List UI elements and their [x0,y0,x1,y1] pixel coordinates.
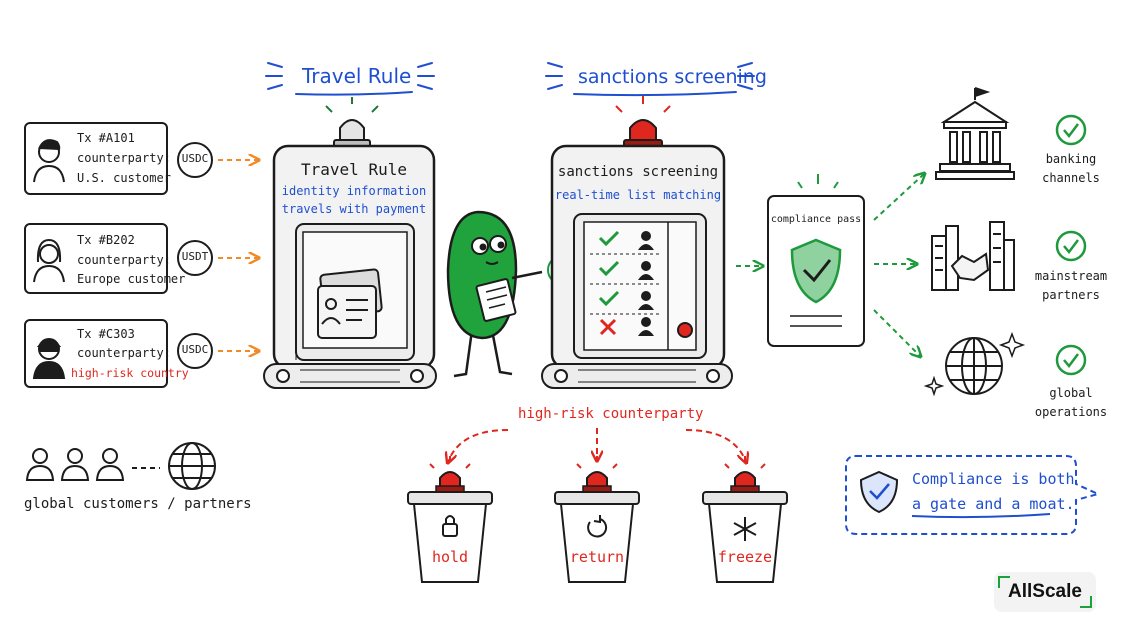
travel-gate-title: Travel Rule [301,160,407,179]
screening-list [590,230,693,338]
check-circle-icon [1055,344,1087,376]
tx-id: Tx #B202 [77,233,135,247]
token-badge [177,333,213,369]
flow-arrow [873,174,924,356]
return-icon [587,515,608,538]
sanctions-gate-subtitle: real-time list matching [554,188,722,202]
shield-icon [790,238,842,304]
token-label: USDT [181,250,209,263]
high-risk-label: high-risk counterparty [518,406,704,422]
flow-arrow [218,160,258,351]
x-mark-icon [599,318,617,336]
destination-label-2: operations [1034,405,1108,419]
customer-person-icons [25,448,125,481]
travel-rule-header-deco [265,62,435,96]
travel-rule-gate [263,97,437,389]
shield-icon [859,470,899,514]
person-icon [33,139,65,183]
check-circle-icon [1055,114,1087,146]
token-badge [177,240,213,276]
globe-icon [945,337,1003,395]
tx-counterparty-value-high-risk: high-risk country [71,366,189,380]
tx-card-a101 [24,122,168,195]
tx-id: Tx #A101 [77,131,135,145]
destination-label-1: mainstream [1034,269,1108,283]
check-circle-icon [1055,230,1087,262]
freeze-label: freeze [717,548,773,566]
travel-gate-subtitle-2: travels with payment [281,202,427,216]
high-risk-arrows [448,428,746,462]
compliance-pass-card [767,174,865,347]
hold-label: hold [431,548,469,566]
moat-callout [845,455,1101,535]
masked-person-icon [32,338,66,379]
return-label: return [569,548,625,566]
tx-card-b202 [24,223,168,294]
tx-id: Tx #C303 [77,327,135,341]
destination-label-1: banking [1045,152,1097,166]
compliance-pass-title: compliance pass [770,214,862,225]
check-icon [598,260,620,277]
moat-line-1: Compliance is both [912,470,1075,488]
sanctions-gate-title: sanctions screening [557,164,719,180]
id-card-icon [317,268,383,339]
travel-gate-subtitle-1: identity information [281,184,427,198]
hold-bin [407,456,493,583]
freeze-bin [702,456,788,583]
bank-icon [935,87,1015,180]
alarm-button-icon [677,322,693,338]
tx-counterparty-label: counterparty: [77,151,171,165]
lock-icon [442,515,458,537]
sanctions-header-deco [545,62,755,97]
sanctions-header: sanctions screening [578,66,767,88]
globe-icon [168,442,216,490]
tx-counterparty-value: Europe customer [77,272,186,286]
tx-counterparty-value: U.S. customer [77,171,171,185]
masked-person-icon [638,231,654,336]
snowflake-icon [733,517,757,541]
person-icon [33,238,65,283]
tx-counterparty-label: counterparty: [77,346,171,360]
destination-label-2: partners [1042,288,1100,302]
customers-label: global customers / partners [24,496,252,512]
travel-rule-header: Travel Rule [302,64,412,88]
token-label: USDC [181,343,209,356]
handshake-icon [931,221,1015,291]
destination-label-2: channels [1042,171,1100,185]
check-icon [598,290,620,307]
moat-line-2: a gate and a moat. [912,495,1075,513]
destination-label-1: global [1049,386,1093,400]
tx-counterparty-label: counterparty: [77,253,171,267]
token-badge [177,142,213,178]
brand-name: AllScale [1008,581,1082,602]
return-bin [554,456,640,583]
sanctions-gate [541,96,733,389]
check-icon [598,230,620,247]
token-label: USDC [181,152,209,165]
allscale-logo: AllScale [994,572,1096,612]
sparkle-icon [923,331,1026,397]
mascot-inspector [446,210,543,378]
